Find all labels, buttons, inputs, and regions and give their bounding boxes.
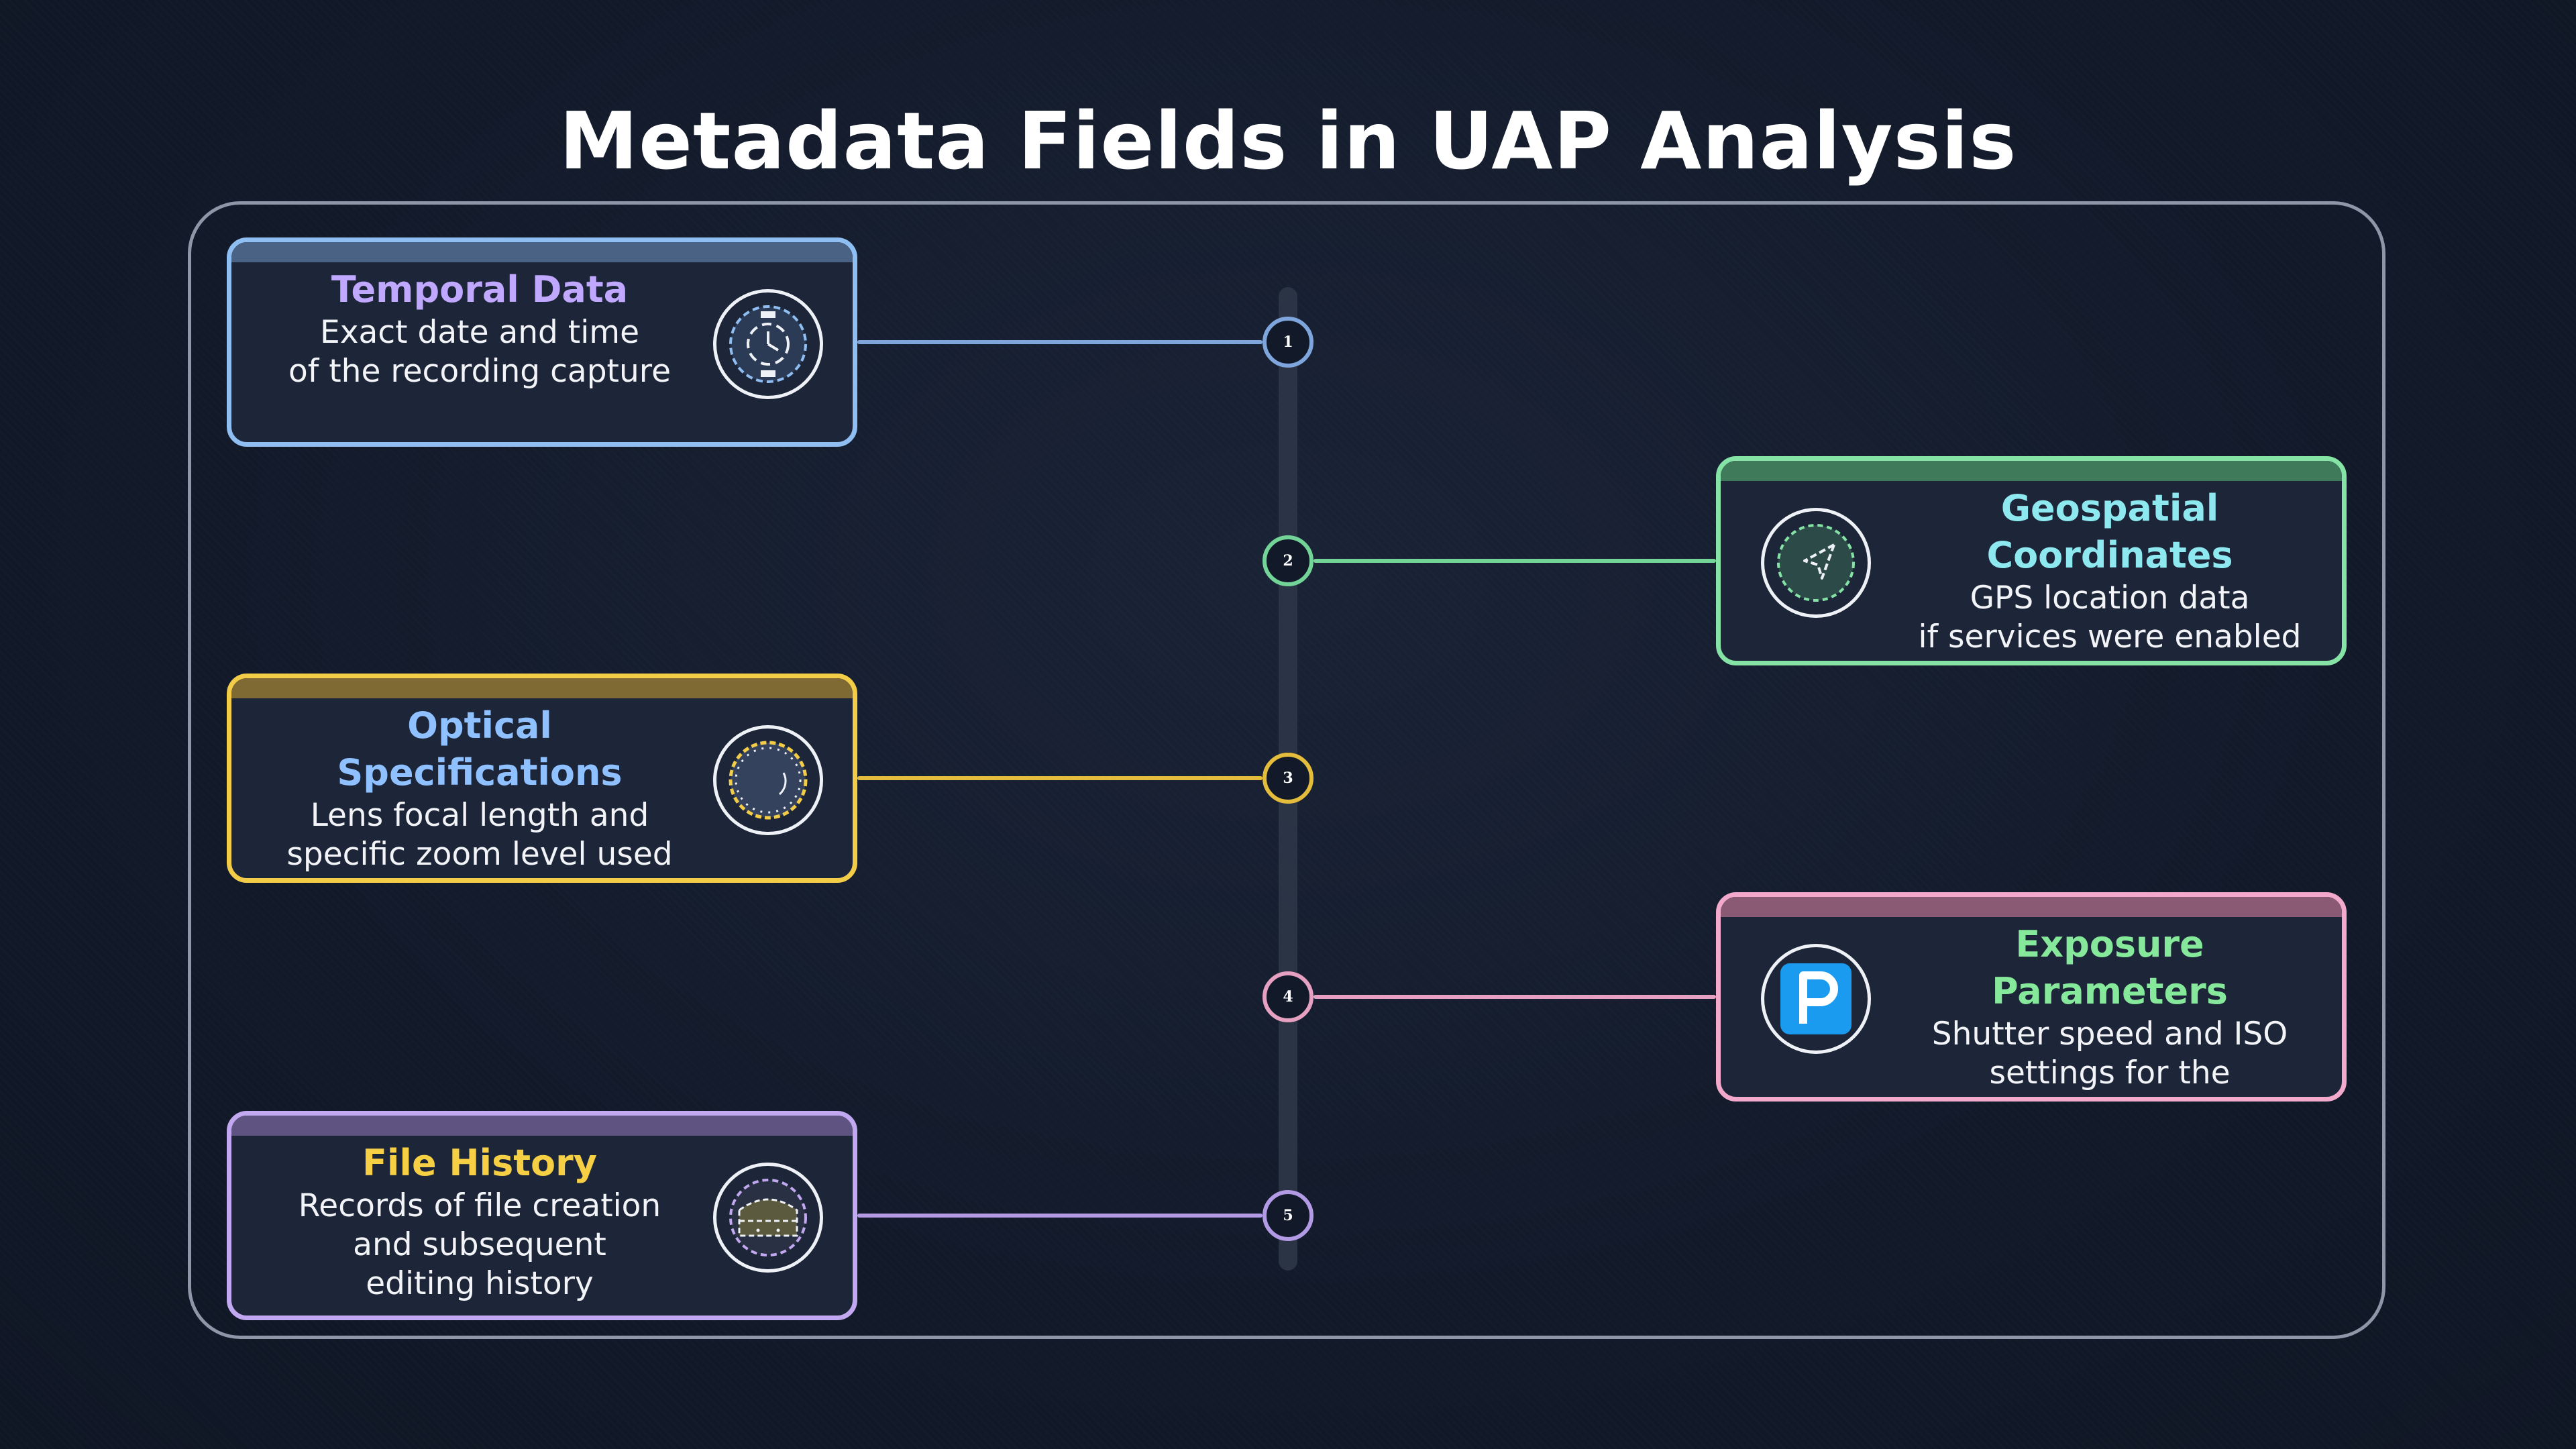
card-description-line: GPS location data <box>1970 580 2250 616</box>
connector-line-1 <box>857 340 1263 344</box>
step-node-4: 4 <box>1263 971 1313 1022</box>
diagram-frame <box>188 201 2385 1339</box>
lens-icon <box>713 725 823 835</box>
card-description-line: Lens focal length and <box>310 797 649 834</box>
card-header-band <box>231 1116 853 1136</box>
step-node-5: 5 <box>1263 1190 1313 1241</box>
card-header-band <box>1721 461 2342 481</box>
card-header-band <box>1721 897 2342 917</box>
connector-line-3 <box>857 776 1263 780</box>
parking-p-icon <box>1761 944 1871 1054</box>
card-description-line: editing history <box>366 1265 594 1302</box>
card-description-line: and subsequent <box>353 1226 606 1263</box>
card-title: Optical Specifications <box>337 704 623 794</box>
step-node-3: 3 <box>1263 753 1313 804</box>
card-description-line: of the recording capture <box>288 353 671 390</box>
card-description-line: Exact date and time <box>320 314 639 351</box>
card-title: File History <box>362 1142 597 1184</box>
navigation-arrow-icon <box>1761 508 1871 618</box>
card-description-line: settings for the <box>1989 1055 2231 1091</box>
card-description-line: specific zoom level used <box>286 836 673 873</box>
card-title: Temporal Data <box>331 268 629 311</box>
card-description-line: during filming <box>1895 657 2324 661</box>
step-node-2: 2 <box>1263 535 1313 586</box>
connector-line-4 <box>1313 995 1716 999</box>
page-title: Metadata Fields in UAP Analysis <box>559 95 2017 187</box>
card-description-line: image capture <box>1895 1093 2324 1097</box>
step-node-1: 1 <box>1263 317 1313 368</box>
clock-icon <box>713 289 823 399</box>
card-title: Geospatial Coordinates <box>1986 487 2233 576</box>
card-description-line: Shutter speed and ISO <box>1931 1016 2288 1053</box>
card-description-line: Records of file creation <box>298 1187 661 1224</box>
connector-line-5 <box>857 1214 1263 1218</box>
card-description-line: if services were enabled <box>1918 619 2302 655</box>
connector-line-2 <box>1313 559 1716 563</box>
card-header-band <box>231 678 853 698</box>
card-header-band <box>231 242 853 262</box>
film-reel-icon <box>713 1163 823 1273</box>
card-title: Exposure Parameters <box>1992 923 2228 1012</box>
